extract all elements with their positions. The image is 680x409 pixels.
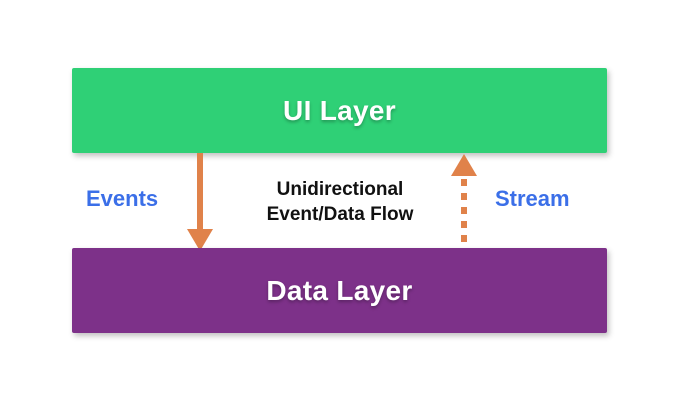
stream-label: Stream	[495, 186, 570, 211]
events-label: Events	[86, 186, 159, 211]
flow-caption-line2: Event/Data Flow	[266, 204, 414, 225]
ui-layer-box: UI Layer	[72, 68, 607, 153]
data-layer-label: Data Layer	[266, 274, 413, 306]
data-layer-box: Data Layer	[72, 248, 607, 333]
flow-caption-line1: Unidirectional	[276, 179, 404, 200]
arrow-up-icon	[451, 154, 477, 176]
arrow-down-icon	[187, 229, 213, 251]
stream-arrow-dashed-shaft	[461, 179, 467, 248]
ui-layer-label: UI Layer	[283, 94, 396, 126]
events-arrow-shaft	[197, 153, 203, 230]
flow-caption: Unidirectional Event/Data Flow	[230, 177, 450, 227]
